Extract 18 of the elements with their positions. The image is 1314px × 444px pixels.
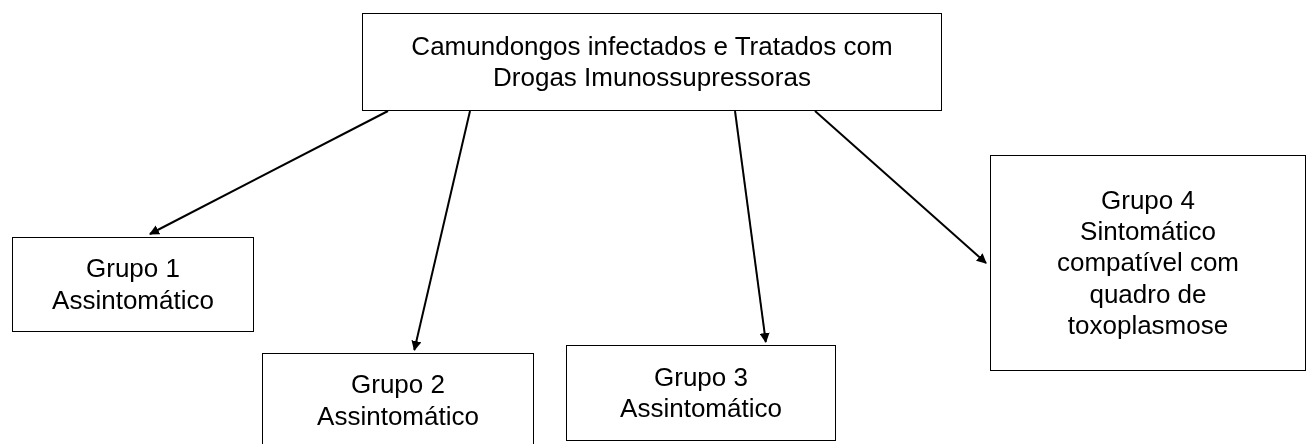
- group-heading: Grupo 1: [86, 253, 180, 285]
- box-text: Sintomático compatível com quadro de toxoplasmose: [1055, 216, 1241, 341]
- arrow: [148, 110, 389, 235]
- process-box: [990, 155, 1306, 371]
- process-box: [12, 237, 254, 332]
- box-text: Assintomático: [317, 400, 479, 432]
- process-box: [362, 13, 942, 111]
- box-text: Camundongos infectados e Tratados com Drogas Imunossupressoras: [410, 30, 894, 94]
- box-text: Assintomático: [52, 284, 214, 316]
- arrow: [411, 110, 471, 351]
- arrow: [734, 110, 770, 343]
- process-box: [262, 353, 534, 444]
- group-heading: Grupo 2: [351, 369, 445, 401]
- process-box: [566, 345, 836, 441]
- arrow: [814, 110, 987, 264]
- group-heading: Grupo 4: [1101, 185, 1195, 217]
- group-heading: Grupo 3: [654, 361, 748, 393]
- box-text: Assintomático: [620, 393, 782, 425]
